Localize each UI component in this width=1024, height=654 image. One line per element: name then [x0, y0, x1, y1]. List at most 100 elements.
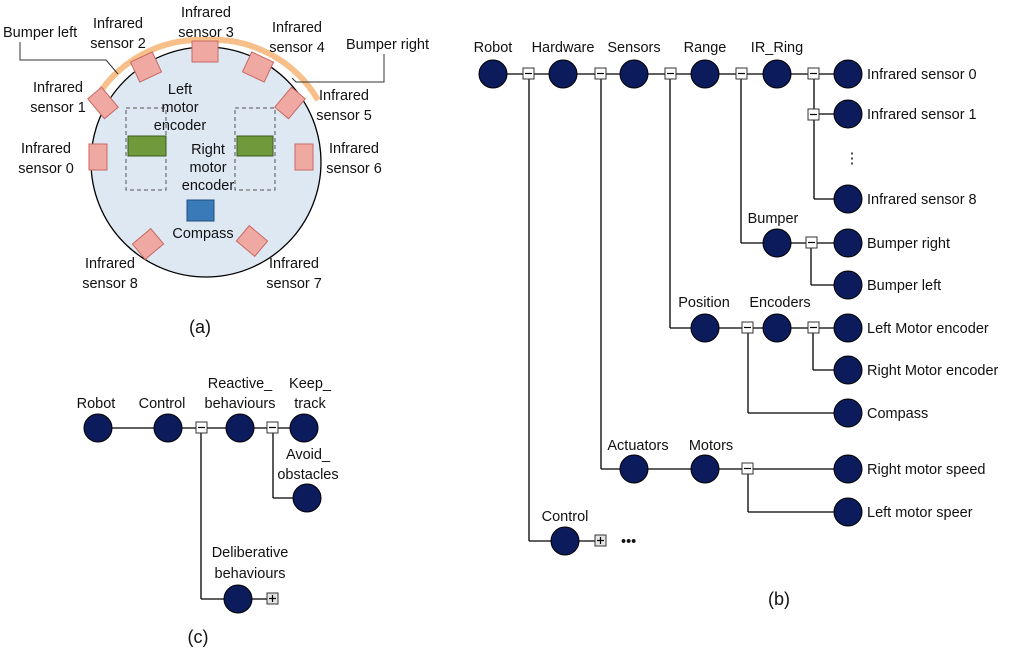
ir-sensor-3-block: [191, 40, 219, 63]
expand-toggle-c-deliberative[interactable]: [266, 592, 279, 605]
label-c-keep-track-line1: Keep_: [289, 376, 332, 392]
bumper-left-label: Bumper left: [3, 25, 77, 41]
node-robot: [478, 59, 508, 89]
right-encoder-label-line2: motor: [189, 160, 226, 176]
expand-toggle-control[interactable]: [594, 534, 607, 547]
node-bumper: [762, 228, 792, 258]
ir-sensor-1-block: [87, 86, 119, 120]
ir-sensor-2-label-line2: sensor 2: [90, 36, 146, 52]
collapse-toggle-sensors[interactable]: [594, 67, 607, 80]
ir-sensor-2-block: [129, 51, 163, 83]
ir-sensor-1-label-line2: sensor 1: [30, 100, 86, 116]
ir-sensor-8-label-line2: sensor 8: [82, 276, 138, 292]
ir-sensor-4-label-line1: Infrared: [272, 20, 322, 36]
ir-sensor-6-label-line1: Infrared: [329, 141, 379, 157]
node-ir8: [833, 184, 863, 214]
label-c-deliberative-line1: Deliberative: [212, 545, 289, 561]
label-c-keep-track-line2: track: [294, 396, 326, 412]
left-encoder-label-line1: Left: [168, 82, 192, 98]
node-range: [690, 59, 720, 89]
collapse-toggle-position[interactable]: [741, 321, 754, 334]
node-motors: [690, 454, 720, 484]
node-c-keep-track: [289, 413, 319, 443]
label-c-avoid-line1: Avoid_: [286, 447, 331, 463]
label-control: Control: [542, 509, 589, 525]
label-sensors: Sensors: [607, 40, 660, 56]
ir-sensor-3-label-line1: Infrared: [181, 5, 231, 21]
node-ir1: [833, 99, 863, 129]
ir-sensor-1-label-line1: Infrared: [33, 80, 83, 96]
right-encoder-label-line1: Right: [191, 142, 225, 158]
compass-block: [186, 199, 215, 222]
compass-label: Compass: [172, 226, 233, 242]
bumper-right-arc: [205, 36, 321, 102]
collapse-toggle-ir-sensors-lower[interactable]: [807, 108, 820, 121]
label-right-motor-speed: Right motor speed: [867, 462, 985, 478]
collapse-toggle-ir-ring[interactable]: [735, 67, 748, 80]
panel-a: Bumper left Bumper right Infrared sensor…: [3, 5, 429, 337]
label-robot: Robot: [474, 40, 513, 56]
bumper-right-leader: [291, 54, 385, 83]
right-encoder-block: [236, 135, 274, 157]
node-right-motor-speed: [833, 454, 863, 484]
ir-sensor-5-label-line1: Infrared: [319, 88, 369, 104]
node-c-robot: [83, 413, 113, 443]
label-vdots: ⋮: [845, 151, 860, 167]
panel-a-caption: (a): [189, 317, 211, 337]
label-actuators: Actuators: [607, 438, 668, 454]
label-ir1: Infrared sensor 1: [867, 107, 977, 123]
collapse-toggle-hardware[interactable]: [522, 67, 535, 80]
left-encoder-label-line2: motor: [161, 100, 198, 116]
ir-sensor-2-label-line1: Infrared: [93, 16, 143, 32]
node-compass: [833, 398, 863, 428]
panel-b-toggles: [522, 67, 820, 547]
node-c-deliberative: [223, 584, 253, 614]
ir-sensor-0-block: [88, 143, 108, 171]
node-left-motor-speer: [833, 497, 863, 527]
label-c-avoid-line2: obstacles: [277, 467, 338, 483]
label-left-motor-speer: Left motor speer: [867, 505, 973, 521]
ir-sensor-7-label-line1: Infrared: [269, 256, 319, 272]
node-encoders: [762, 313, 792, 343]
collapse-toggle-c-reactive[interactable]: [266, 421, 279, 434]
collapse-toggle-ir-sensors[interactable]: [807, 67, 820, 80]
label-motors: Motors: [689, 438, 733, 454]
ir-sensor-3-label-line2: sensor 3: [178, 25, 234, 41]
ir-sensor-8-block: [131, 227, 165, 261]
ir-sensor-5-block: [274, 86, 306, 120]
node-c-reactive: [225, 413, 255, 443]
ir-sensor-6-label-line2: sensor 6: [326, 161, 382, 177]
label-c-control: Control: [139, 396, 186, 412]
collapse-toggle-motors[interactable]: [741, 462, 754, 475]
ir-sensor-6-block: [294, 143, 314, 171]
collapse-toggle-range[interactable]: [664, 67, 677, 80]
panel-b: Robot Hardware Sensors Range IR_Ring Inf…: [474, 40, 999, 609]
label-c-reactive-line2: behaviours: [205, 396, 276, 412]
left-encoder-label-line3: encoder: [154, 118, 207, 134]
node-ir0: [833, 59, 863, 89]
panel-c: Robot Control Reactive_ behaviours Keep_…: [77, 376, 339, 647]
bumper-left-leader: [19, 42, 119, 75]
collapse-toggle-c-control[interactable]: [195, 421, 208, 434]
label-bumper-left: Bumper left: [867, 278, 941, 294]
node-actuators: [619, 454, 649, 484]
label-encoders: Encoders: [749, 295, 810, 311]
collapse-toggle-bumper[interactable]: [805, 236, 818, 249]
panel-c-caption: (c): [188, 627, 209, 647]
node-c-avoid: [292, 483, 322, 513]
ir-sensor-7-label-line2: sensor 7: [266, 276, 322, 292]
ir-sensor-4-label-line2: sensor 4: [269, 40, 325, 56]
node-control: [550, 526, 580, 556]
label-c-deliberative-line2: behaviours: [215, 566, 286, 582]
right-encoder-outline: [234, 107, 276, 191]
collapse-toggle-encoders[interactable]: [807, 321, 820, 334]
label-c-robot: Robot: [77, 396, 116, 412]
label-hardware: Hardware: [532, 40, 595, 56]
ir-sensor-7-block: [235, 224, 269, 258]
label-bumper-right: Bumper right: [867, 236, 950, 252]
left-encoder-block: [127, 135, 167, 157]
ir-sensor-4-block: [241, 51, 275, 83]
label-c-reactive-line1: Reactive_: [208, 376, 273, 392]
panel-b-caption: (b): [768, 589, 790, 609]
